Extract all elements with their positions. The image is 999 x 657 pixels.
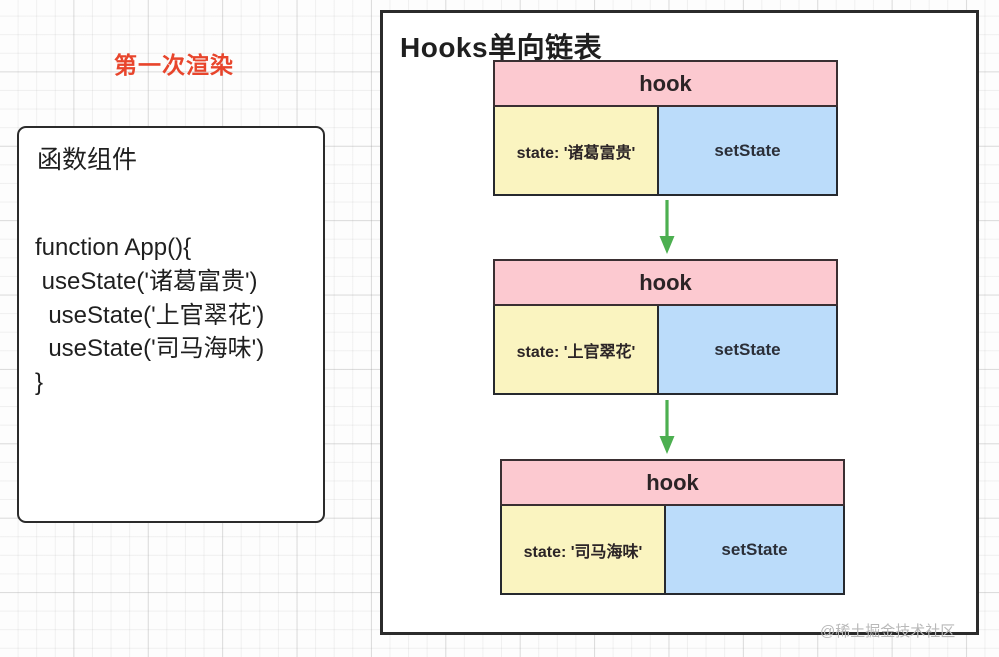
hook-setstate-cell: setState — [659, 107, 836, 194]
hook-node: hook state: '司马海味' setState — [500, 459, 845, 595]
first-render-title: 第一次渲染 — [114, 52, 234, 78]
function-component-panel: 函数组件 function App(){ useState('诸葛富贵') us… — [17, 126, 325, 523]
hook-setstate-cell: setState — [666, 506, 843, 593]
hook-setstate-cell: setState — [659, 306, 836, 393]
function-component-code: function App(){ useState('诸葛富贵') useStat… — [35, 234, 265, 397]
hook-state-cell: state: '诸葛富贵' — [495, 107, 659, 194]
hooks-panel-title: Hooks单向链表 — [400, 32, 603, 63]
hook-body: state: '司马海味' setState — [500, 506, 845, 595]
hook-body: state: '诸葛富贵' setState — [493, 107, 838, 196]
function-component-title: 函数组件 — [37, 146, 138, 174]
down-arrow-icon — [659, 200, 675, 254]
watermark: @稀土掘金技术社区 — [820, 623, 956, 640]
hook-node: hook state: '诸葛富贵' setState — [493, 60, 838, 196]
down-arrow-icon — [659, 400, 675, 454]
hook-header-label: hook — [493, 60, 838, 107]
hook-link-connector — [655, 400, 679, 456]
hook-body: state: '上官翠花' setState — [493, 306, 838, 395]
hook-state-cell: state: '司马海味' — [502, 506, 666, 593]
hook-link-connector — [655, 200, 679, 256]
hook-node: hook state: '上官翠花' setState — [493, 259, 838, 395]
hook-state-cell: state: '上官翠花' — [495, 306, 659, 393]
hook-header-label: hook — [493, 259, 838, 306]
hook-header-label: hook — [500, 459, 845, 506]
